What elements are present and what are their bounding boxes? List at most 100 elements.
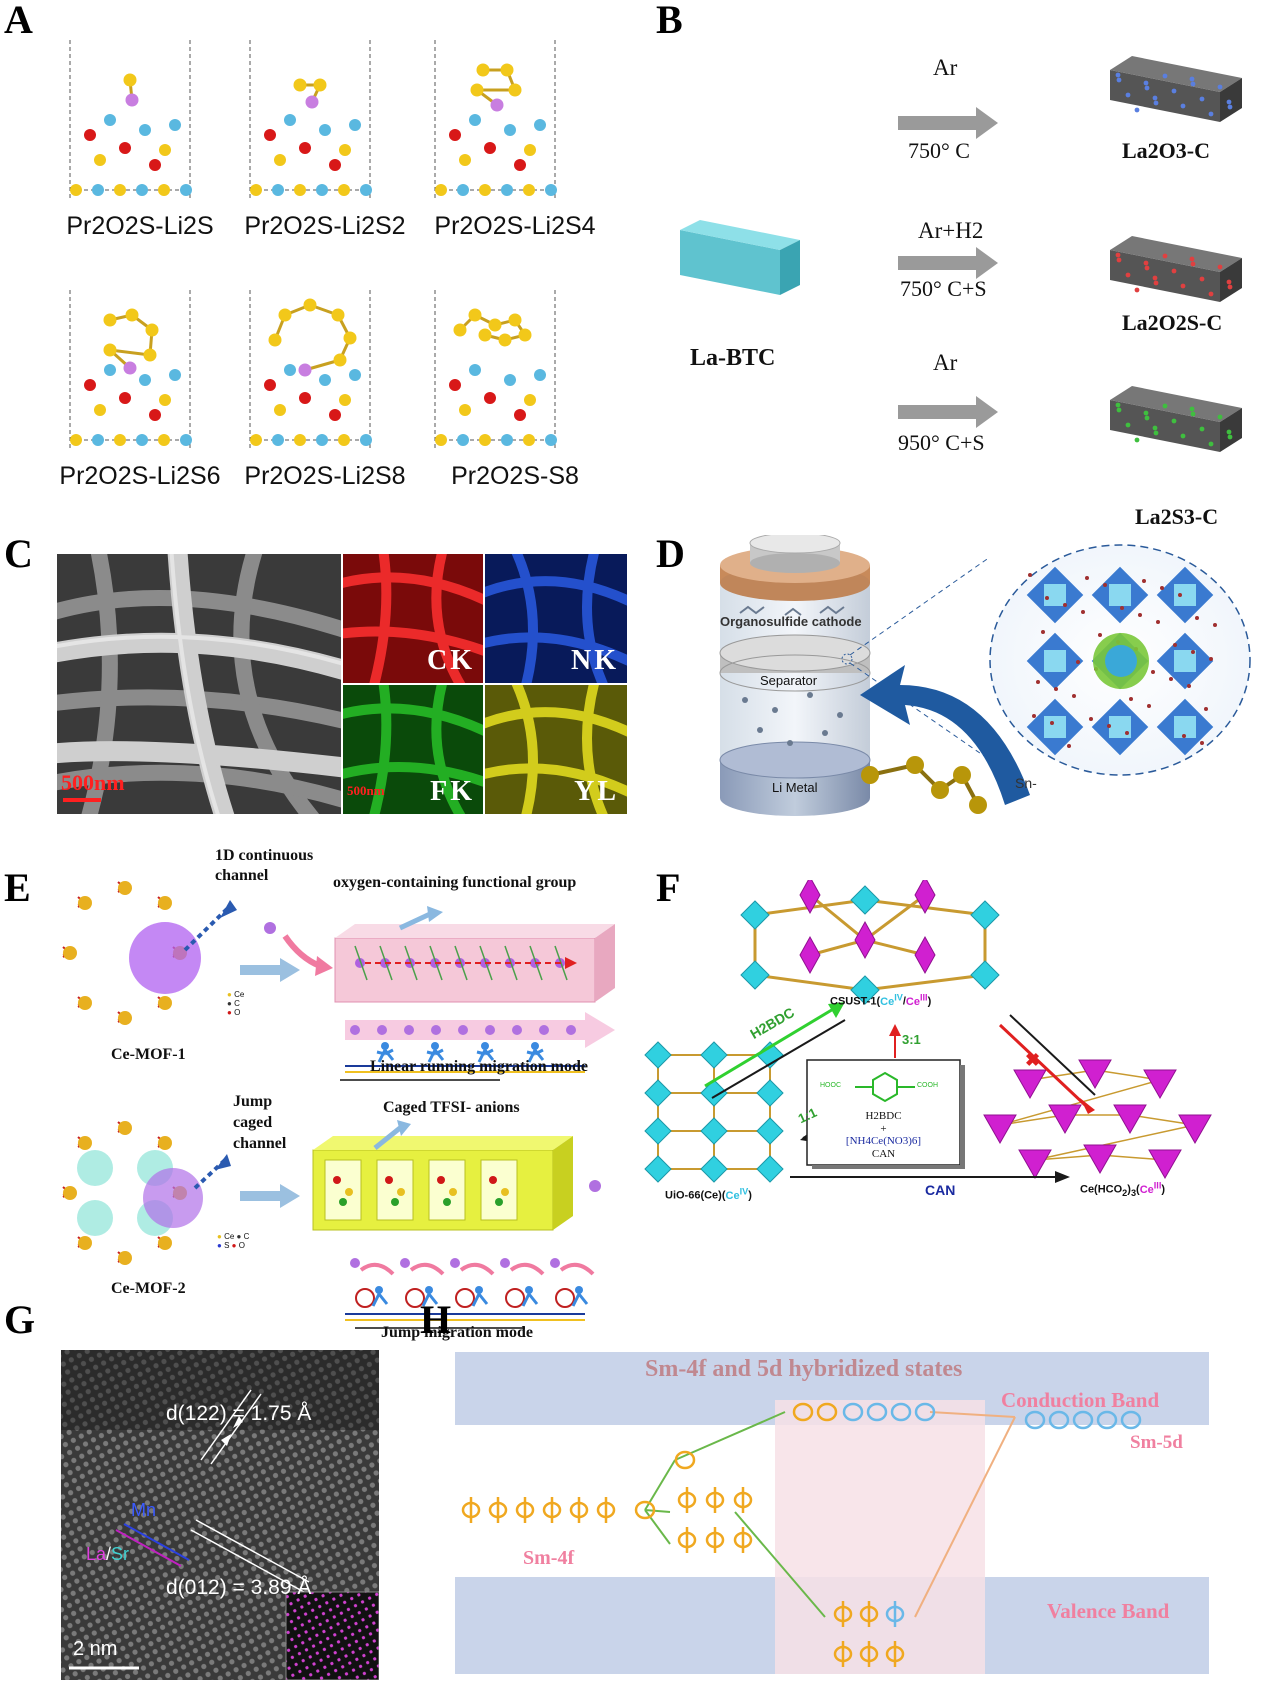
rod-top xyxy=(1110,386,1242,422)
cage-ring xyxy=(405,1288,425,1308)
li-ion xyxy=(400,1258,410,1268)
cluster-core xyxy=(1174,716,1196,738)
atom xyxy=(469,364,481,376)
cluster-core xyxy=(1174,650,1196,672)
hybrid-orbital xyxy=(674,1450,696,1470)
atom xyxy=(159,394,171,406)
mof2-mode: Jump migration mode xyxy=(381,1324,533,1341)
linker-atom xyxy=(1054,687,1058,691)
atom xyxy=(125,93,139,107)
jump-arrow xyxy=(509,1262,545,1276)
atom xyxy=(508,83,522,97)
sm4f-label: Sm-4f xyxy=(523,1547,575,1569)
anion-atom xyxy=(443,1198,451,1206)
atom xyxy=(360,434,372,446)
ce4-polyhedron xyxy=(756,1117,784,1145)
linker-atom xyxy=(1151,670,1155,674)
linker-atom xyxy=(1120,606,1124,610)
atom xyxy=(523,184,535,196)
dopant-dot xyxy=(1180,283,1186,289)
box-cooh: COOH xyxy=(917,1082,938,1089)
linker-atom xyxy=(1147,704,1151,708)
panel-f: CSUST-1(CeIV/CeIII) UiO-66(Ce)(CeIV) Ce(… xyxy=(640,875,1265,1300)
dopant-dot xyxy=(1189,256,1195,262)
mof1-channel-label: 1D continuous channel xyxy=(215,847,314,884)
dopant-dot xyxy=(1226,429,1232,435)
eds-map-fk: 500nm FK xyxy=(343,685,483,814)
dopant-dot xyxy=(1227,284,1233,290)
rod-face xyxy=(1110,250,1220,302)
linker-atom xyxy=(1169,677,1173,681)
linker-atom xyxy=(1076,660,1080,664)
sem-image: 500nm xyxy=(57,554,341,814)
atom xyxy=(453,323,467,337)
atom xyxy=(272,184,284,196)
atom xyxy=(476,63,490,77)
linker-atom xyxy=(1063,603,1067,607)
linker-atom xyxy=(1142,579,1146,583)
atom xyxy=(145,323,159,337)
atom xyxy=(299,142,311,154)
atom xyxy=(329,159,341,171)
panel-e-graphics xyxy=(62,881,615,1329)
atom xyxy=(534,369,546,381)
dopant-dot xyxy=(1115,252,1121,258)
linker-atom xyxy=(1107,724,1111,728)
linker-atom xyxy=(1036,680,1040,684)
ce-cluster xyxy=(158,1136,172,1150)
linker-atom xyxy=(1085,576,1089,580)
atom xyxy=(159,144,171,156)
ce3-polyhedron xyxy=(1013,1069,1047,1100)
atom xyxy=(524,394,536,406)
ce4-polyhedron xyxy=(644,1079,672,1107)
hrtem-scale-label: 2 nm xyxy=(73,1638,118,1660)
cage-ring xyxy=(455,1288,475,1308)
ce4-polyhedron xyxy=(970,960,1000,990)
box-h2bdc: H2BDC xyxy=(865,1110,902,1122)
ce-cluster xyxy=(118,1251,132,1265)
atom xyxy=(313,78,327,92)
atom xyxy=(484,392,496,404)
dopant-dot xyxy=(1116,257,1122,263)
la2o3-c-rod xyxy=(1110,56,1242,122)
runner-body xyxy=(526,1048,545,1063)
linker-atom xyxy=(1072,694,1076,698)
runner-head xyxy=(375,1286,383,1294)
runner-body xyxy=(476,1048,495,1063)
atom xyxy=(92,434,104,446)
formate-label: Ce(HCO2)3(CeIII) xyxy=(1080,1180,1166,1198)
linker-atom xyxy=(1129,697,1133,701)
atom xyxy=(284,114,296,126)
atom xyxy=(303,298,317,312)
ce3-polyhedron xyxy=(914,875,936,915)
dopant-dot xyxy=(1152,425,1158,431)
atom xyxy=(349,369,361,381)
sm5d-orbital xyxy=(1048,1410,1070,1430)
atom xyxy=(333,353,347,367)
panel-f-graphics xyxy=(644,875,1212,1183)
caption-a2: Pr2O2S-Li2S2 xyxy=(244,212,406,240)
li-ion xyxy=(550,1258,560,1268)
dopant-dot xyxy=(1162,253,1168,259)
atom xyxy=(518,328,532,342)
dopant-dot xyxy=(1125,92,1131,98)
la2s3-c-rod xyxy=(1110,386,1242,452)
atom xyxy=(339,394,351,406)
atom xyxy=(329,409,341,421)
la-btc-rod xyxy=(680,220,800,295)
dopant-dot xyxy=(1189,76,1195,82)
ce-cluster xyxy=(78,896,92,910)
atom xyxy=(524,144,536,156)
atom xyxy=(319,124,331,136)
jump-arrow xyxy=(409,1262,445,1276)
eds-label-ck: CK xyxy=(427,645,475,676)
atom xyxy=(70,434,82,446)
eds-map-yl: YL xyxy=(485,685,627,814)
route3-gas: Ar xyxy=(933,350,958,375)
atom xyxy=(268,333,282,347)
ce4-polyhedron xyxy=(700,1155,728,1183)
eds-label-fk: FK xyxy=(430,776,475,807)
atom xyxy=(143,348,157,362)
mof1-legend-c: ● C xyxy=(227,999,240,1008)
cross-mark: ✖ xyxy=(1025,1050,1041,1070)
